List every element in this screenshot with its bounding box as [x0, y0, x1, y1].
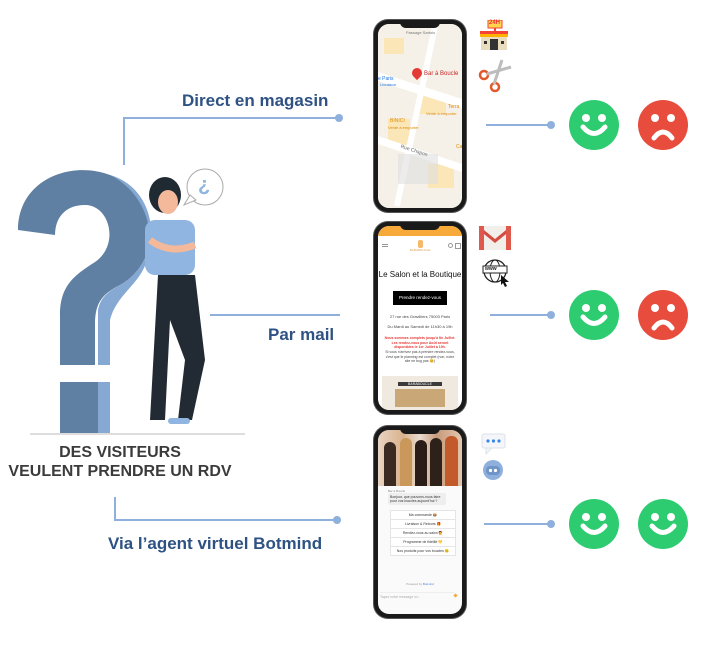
search-icon[interactable]	[448, 243, 453, 248]
connector-mail	[210, 314, 340, 316]
result-connector-mail-dot	[547, 311, 555, 319]
sad-face-icon	[638, 100, 688, 150]
connector-store	[123, 117, 339, 119]
map-streets	[378, 24, 462, 208]
map-place-right-sub: Vente à emporter	[426, 111, 457, 116]
illustration	[0, 150, 260, 440]
map-place-mid-sub: Vente à emporter	[388, 125, 419, 130]
thinking-bubble-glyph: ¿	[198, 174, 211, 196]
scissors-icon	[478, 59, 512, 93]
storefront-sign: BARABOUCLE	[398, 382, 442, 386]
site-heading: Le Salon et la Boutique	[378, 270, 462, 279]
brand-name: BARABOUCLE	[409, 248, 431, 252]
map-street-top: Passage Sartois	[406, 30, 436, 35]
channel-label-mail: Par mail	[268, 325, 335, 344]
www-label: www	[485, 266, 497, 272]
map-place-name[interactable]: Bar à Boucle	[424, 71, 459, 77]
connector-bot-dot	[333, 516, 341, 524]
result-connector-bot	[484, 523, 552, 525]
gmail-icon	[479, 226, 511, 250]
happy-face-icon	[569, 290, 619, 340]
robot-icon	[483, 460, 503, 480]
chat-option[interactable]: Nos produits pour vos boucles 😊	[390, 547, 456, 556]
chat-bubble-icon	[481, 433, 506, 455]
powered-by: Powered by Botmind	[378, 582, 462, 586]
site-address: 27 rue des Gravilliers 75003 Paris	[389, 314, 451, 319]
cart-icon[interactable]	[455, 243, 461, 249]
storefront-photo: BARABOUCLE	[382, 376, 458, 410]
phone-notch	[400, 426, 440, 434]
connector-store-dot	[335, 114, 343, 122]
headline: DES VISITEURS VEULENT PRENDRE UN RDV	[0, 443, 240, 481]
phone-website: BARABOUCLE Le Salon et la Boutique Prend…	[374, 222, 466, 414]
chat-sender: Bar à Boucle	[388, 489, 406, 493]
chat-options: Ma commande 📦 Livraison & Retours 🎁 Rend…	[390, 510, 456, 556]
www-globe-icon	[482, 259, 509, 287]
site-note: Si vous n'arrivez pas à prendre rendez-v…	[385, 350, 455, 363]
sad-face-icon	[638, 290, 688, 340]
map-place-left: e Paris	[378, 76, 394, 82]
chat-option[interactable]: Livraison & Retours 🎁	[390, 520, 456, 529]
connector-store-stem	[123, 117, 125, 165]
question-mark-illustration	[18, 168, 245, 435]
map-place-bottom: Ca	[456, 144, 462, 150]
phone-map: Passage Sartois Bar à Boucle e Paris Liv…	[374, 20, 466, 212]
hamburger-menu-icon[interactable]	[382, 244, 388, 245]
connector-bot-stem	[114, 497, 116, 519]
map-place-left-sub: Livraison	[380, 82, 397, 87]
powered-by-brand: Botmind	[422, 582, 434, 586]
headline-line-2: VEULENT PRENDRE UN RDV	[8, 463, 232, 480]
convenience-store-24h-icon	[480, 20, 508, 50]
book-appointment-button[interactable]: Prendre rendez-vous	[393, 291, 447, 305]
happy-face-icon	[638, 499, 688, 549]
send-icon[interactable]	[453, 593, 458, 598]
chat-message: Bonjour, que pouvons-nous faire pour vos…	[388, 493, 446, 505]
result-connector-bot-dot	[547, 520, 555, 528]
powered-by-text: Powered by	[406, 582, 422, 586]
chat-option[interactable]: Ma commande 📦	[390, 510, 456, 520]
site-alert: Nous sommes complets jusqu'à fin Juillet…	[384, 336, 456, 349]
result-connector-mail	[490, 314, 552, 316]
phone-notch	[400, 20, 440, 28]
store-24h-badge: 24H	[489, 20, 501, 26]
channel-label-store: Direct en magasin	[182, 91, 329, 110]
result-connector-store	[486, 124, 552, 126]
happy-face-icon	[569, 100, 619, 150]
phone-notch	[400, 222, 440, 230]
result-connector-store-dot	[547, 121, 555, 129]
chatbot-screen: Bar à Boucle Bonjour, que pouvons-nous f…	[378, 430, 462, 614]
map-place-mid: BINICI	[390, 118, 405, 124]
map-place-right: Terra	[448, 104, 460, 110]
happy-face-icon	[569, 499, 619, 549]
hero-photo	[378, 430, 462, 486]
website-screen: BARABOUCLE Le Salon et la Boutique Prend…	[378, 226, 462, 410]
map-screen[interactable]: Passage Sartois Bar à Boucle e Paris Liv…	[378, 24, 462, 208]
site-hours: Du Mardi au Samedi de 11h30 à 19h	[387, 324, 453, 329]
phone-chatbot: Bar à Boucle Bonjour, que pouvons-nous f…	[374, 426, 466, 618]
chat-option[interactable]: Rendez-vous au salon 💇	[390, 529, 456, 538]
connector-bot	[114, 519, 338, 521]
chat-option[interactable]: Programme de fidélité 💛	[390, 538, 456, 547]
brand-logo: BARABOUCLE	[378, 240, 462, 252]
headline-line-1: DES VISITEURS	[59, 444, 181, 461]
chat-input[interactable]: Tapez votre message ici...	[380, 592, 454, 599]
channel-label-bot: Via l’agent virtuel Botmind	[108, 534, 323, 553]
